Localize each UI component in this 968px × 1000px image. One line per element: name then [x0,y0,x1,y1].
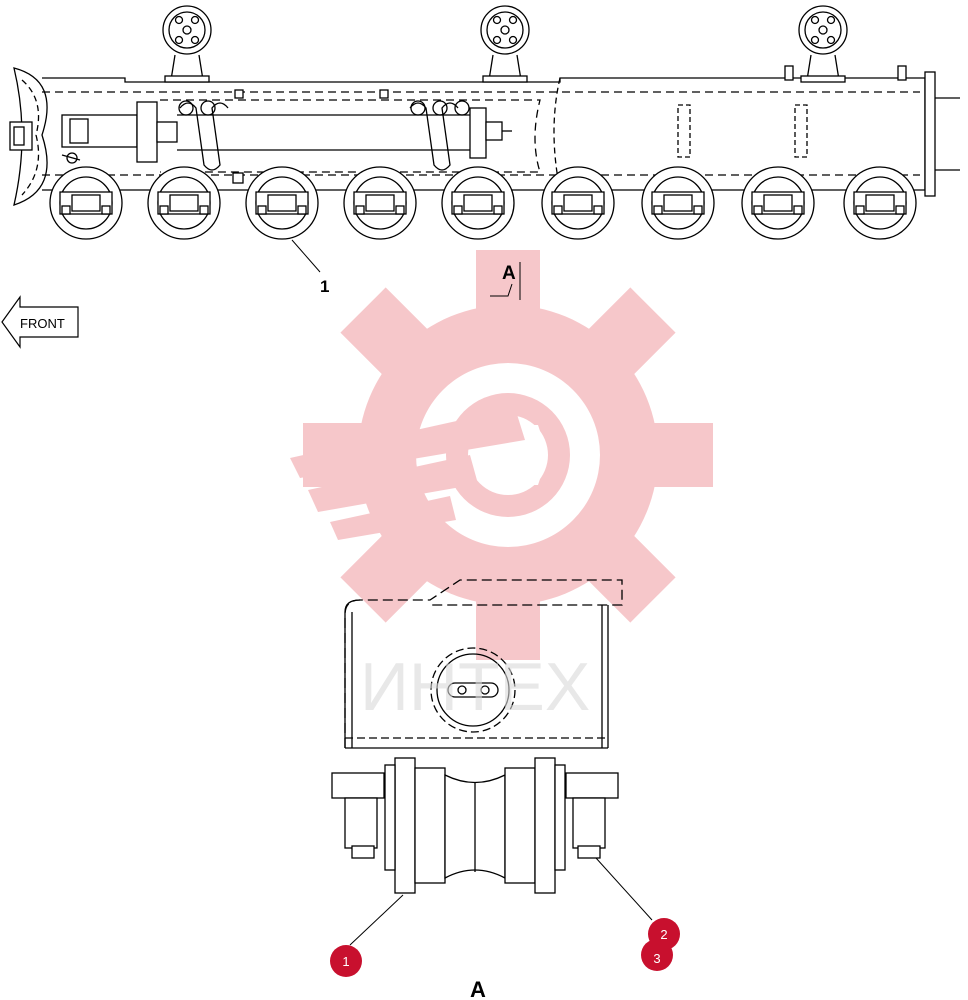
track-roller-3 [245,166,319,240]
track-roller-6 [541,166,615,240]
carrier-roller-2 [480,5,530,83]
callout-badge-1[interactable]: 1 [330,945,362,977]
recoil-spring-assembly [61,100,512,171]
track-roller-1 [49,166,123,240]
carrier-roller-1 [162,5,212,83]
carrier-roller-3 [798,5,848,83]
watermark-logo [290,250,713,660]
watermark-text: ИНТЕХ [360,649,590,725]
track-roller-5 [441,166,515,240]
view-title: A [470,977,486,1000]
track-roller-2 [147,166,221,240]
callout-badge-2-label: 2 [660,927,667,942]
section-view-a [331,579,653,946]
callout-badge-1-label: 1 [342,954,349,969]
section-marker-a: A [502,263,516,284]
track-rollers [49,166,917,240]
track-frame-side-view [9,5,960,300]
callout-top-1: 1 [320,277,329,296]
track-roller-7 [641,166,715,240]
section-marker-a-arrow [490,262,521,300]
arrow-left-icon [1,295,79,349]
front-idler [9,67,48,206]
callout-badge-2[interactable]: 2 [648,918,680,950]
track-roller-9 [843,166,917,240]
front-direction-indicator: FRONT [1,295,79,349]
callout-badge-3-label: 3 [653,951,660,966]
front-label: FRONT [20,316,65,331]
track-roller-8 [741,166,815,240]
track-roller-4 [343,166,417,240]
